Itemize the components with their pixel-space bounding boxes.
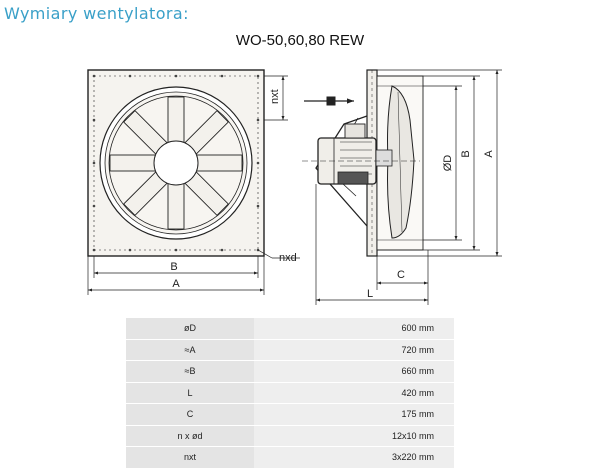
spec-label: n x ød bbox=[126, 425, 254, 447]
table-row: n x ød 12x10 mm bbox=[126, 425, 454, 447]
dim-label-c: C bbox=[397, 269, 405, 281]
spec-value: 720 mm bbox=[254, 339, 454, 361]
front-view bbox=[87, 69, 265, 257]
spec-label: L bbox=[126, 382, 254, 404]
table-row: C 175 mm bbox=[126, 403, 454, 426]
dim-label-od: ØD bbox=[442, 155, 454, 172]
table-row: ≈A 720 mm bbox=[126, 339, 454, 361]
spec-value: 12x10 mm bbox=[254, 425, 454, 447]
table-row: L 420 mm bbox=[126, 382, 454, 404]
side-view bbox=[302, 69, 424, 257]
spec-label: ≈A bbox=[126, 339, 254, 361]
dim-label-b-front: B bbox=[170, 261, 177, 273]
page-heading: Wymiary wentylatora: bbox=[4, 4, 189, 23]
spec-label: øD bbox=[126, 318, 254, 340]
model-title: WO-50,60,80 REW bbox=[235, 32, 365, 49]
dim-label-l: L bbox=[367, 288, 373, 300]
table-row: nxt 3x220 mm bbox=[126, 446, 454, 469]
table-row: ≈B 660 mm bbox=[126, 360, 454, 383]
spec-value: 420 mm bbox=[254, 382, 454, 404]
dim-label-nxt: nxt bbox=[269, 89, 281, 104]
fan-dimension-drawing: B A nxd nxt bbox=[87, 69, 502, 305]
dim-label-b-side: B bbox=[460, 150, 472, 157]
spec-value: 660 mm bbox=[254, 360, 454, 383]
spec-value: 175 mm bbox=[254, 403, 454, 426]
dim-label-a-side: A bbox=[483, 150, 495, 158]
specs-table: øD 600 mm ≈A 720 mm ≈B 660 mm L 420 mm C… bbox=[126, 318, 454, 469]
spec-label: C bbox=[126, 403, 254, 426]
table-row: øD 600 mm bbox=[126, 318, 454, 340]
dim-label-nxd: nxd bbox=[279, 252, 297, 264]
spec-value: 600 mm bbox=[254, 318, 454, 340]
dim-label-a-front: A bbox=[172, 278, 180, 290]
spec-label: nxt bbox=[126, 446, 254, 469]
spec-label: ≈B bbox=[126, 360, 254, 383]
spec-value: 3x220 mm bbox=[254, 446, 454, 469]
